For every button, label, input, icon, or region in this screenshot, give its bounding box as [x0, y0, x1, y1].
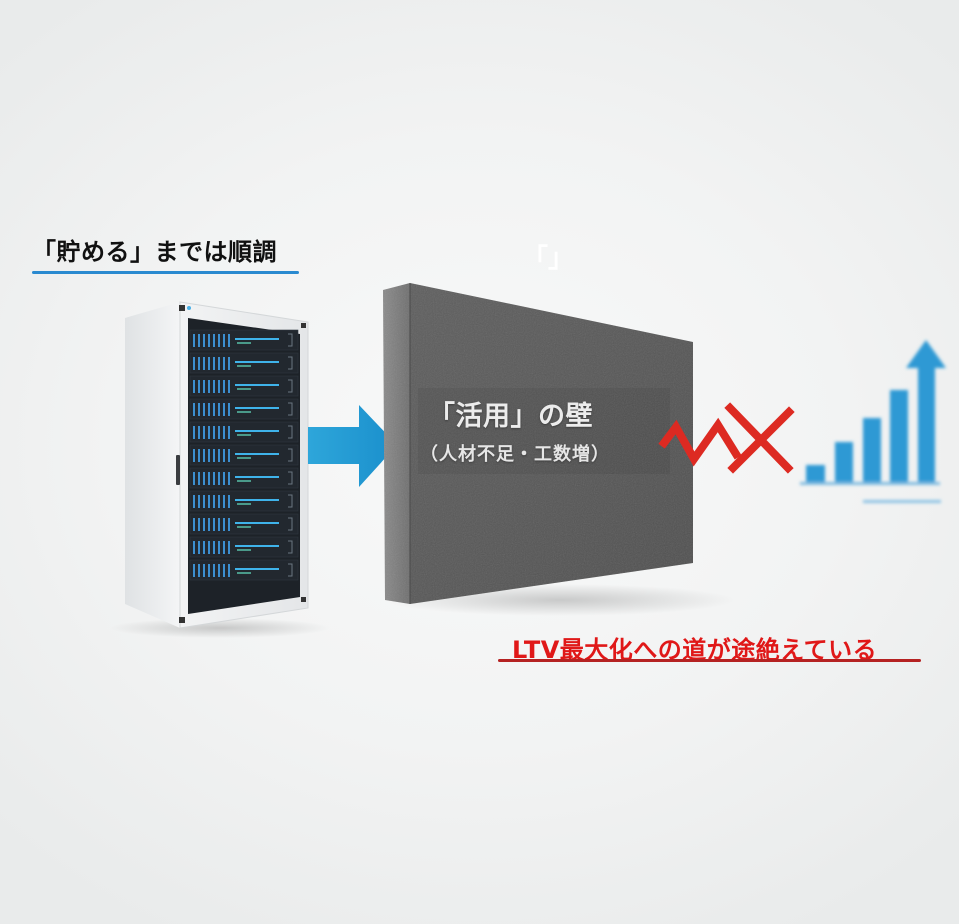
ghost-bracket-label: 「」 — [522, 244, 575, 274]
concrete-wall-icon — [383, 283, 735, 616]
right-arrow-icon — [308, 405, 397, 487]
wall-title: 「活用」の壁 — [428, 401, 593, 432]
stored-smoothly-heading: 「貯める」までは順調 — [32, 238, 277, 266]
server-units — [189, 329, 299, 581]
heading-underline-red — [498, 659, 921, 662]
server-rack-icon — [110, 301, 330, 638]
wall-subtitle: （人材不足・工数増） — [420, 444, 610, 465]
heading-underline-blue — [32, 271, 299, 274]
growth-bar-chart-icon — [800, 340, 946, 503]
broken-zigzag-x-icon — [658, 402, 795, 474]
